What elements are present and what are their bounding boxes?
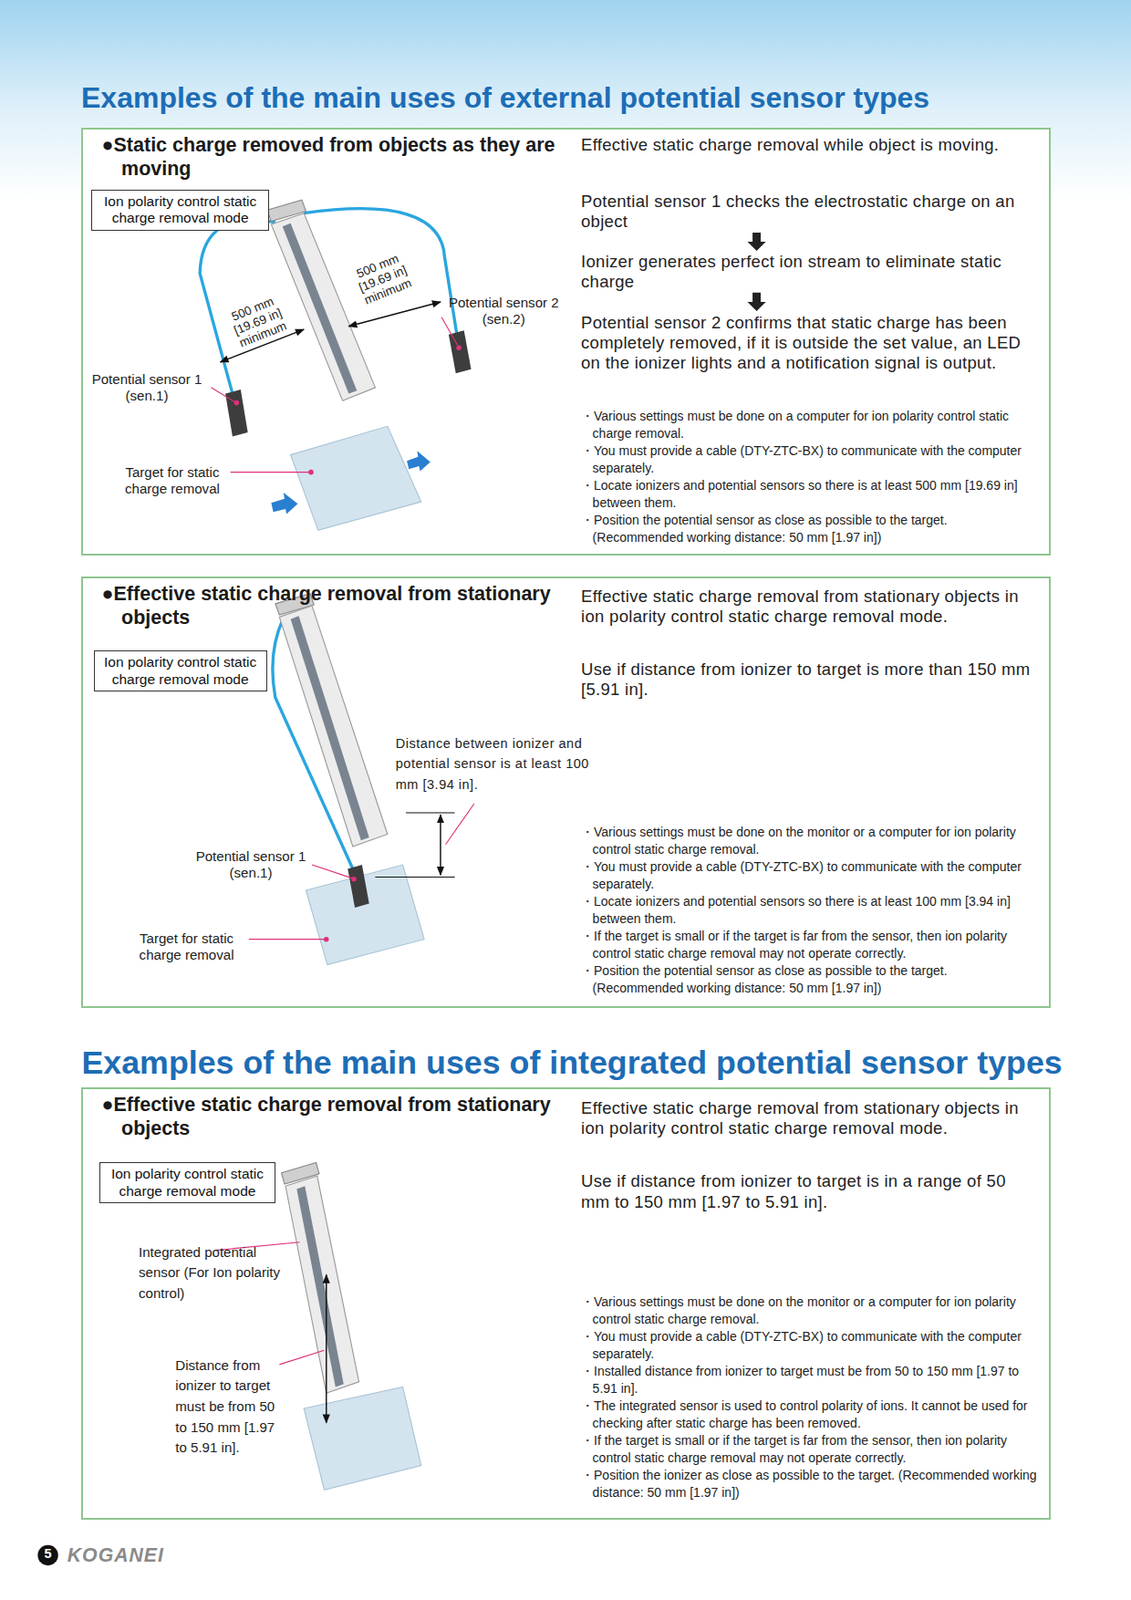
body-text: Use if distance from ionizer to target i… <box>581 659 1040 700</box>
dimension-arrow <box>325 1275 327 1423</box>
page-title: Examples of the main uses of external po… <box>81 81 930 115</box>
target-plate <box>303 1386 422 1490</box>
motion-arrow <box>406 450 431 471</box>
bullet-note: ・Position the potential sensor as close … <box>581 962 1040 997</box>
flow-arrow <box>747 292 766 312</box>
leader-line <box>441 317 458 346</box>
flow-arrow <box>747 232 766 251</box>
section-heading: Examples of the main uses of integrated … <box>81 1043 1062 1083</box>
body-text: Ionizer generates perfect ion stream to … <box>581 251 1040 292</box>
potential-sensor <box>225 389 249 436</box>
part-label: Integrated potential sensor (For Ion pol… <box>138 1242 292 1305</box>
bullet-note: ・You must provide a cable (DTY-ZTC-BX) t… <box>581 858 1040 893</box>
leader-line <box>249 938 326 940</box>
bullet-note: ・Position the ionizer as close as possib… <box>581 1466 1040 1502</box>
panel-ground <box>81 576 1050 1008</box>
mode-label: Ion polarity control static charge remov… <box>104 1165 270 1200</box>
mode-box: Ion polarity control static charge remov… <box>99 1162 275 1204</box>
extension-line <box>405 811 456 813</box>
page-number: 5 <box>37 1546 58 1562</box>
part-label: Potential sensor 1 (sen.1) <box>183 848 319 882</box>
leader-dot <box>234 400 240 406</box>
part-label: Target for static charge removal <box>114 464 230 498</box>
body-text: Effective static charge removal from sta… <box>581 586 1040 627</box>
bullet-note: ・Various settings must be done on the mo… <box>581 1293 1040 1329</box>
potential-sensor <box>347 864 369 908</box>
bullet-note: ・You must provide a cable (DTY-ZTC-BX) t… <box>581 1328 1040 1363</box>
mode-box: Ion polarity control static charge remov… <box>93 650 268 692</box>
body-text: Use if distance from ionizer to target i… <box>581 1171 1040 1212</box>
dimension-arrow <box>348 301 441 327</box>
bullet-note: ・If the target is small or if the target… <box>581 1431 1040 1467</box>
leader-dot <box>456 344 462 351</box>
body-text: Effective static charge removal from sta… <box>581 1098 1040 1139</box>
target-plate <box>290 425 422 530</box>
mode-label: Ion polarity control static charge remov… <box>99 653 262 688</box>
bullet-note: ・Locate ionizers and potential sensors s… <box>581 892 1040 928</box>
leader-dot <box>351 876 357 882</box>
body-text: Effective static charge removal while ob… <box>581 134 1040 156</box>
panel-ground <box>81 127 1050 557</box>
bullet-note: ・Installed distance from ionizer to targ… <box>581 1362 1040 1398</box>
panel-heading: ●Effective static charge removal from st… <box>102 1093 561 1142</box>
leader-line <box>311 864 353 879</box>
ionizer-bar <box>270 213 375 402</box>
emitter-strip <box>282 223 358 395</box>
part-label: Potential sensor 2 (sen.2) <box>436 294 572 328</box>
bullet-note: ・Locate ionizers and potential sensors s… <box>581 477 1040 512</box>
example-panel: ●Static charge removed from objects as t… <box>81 127 1050 557</box>
mode-label: Ion polarity control static charge remov… <box>96 193 264 228</box>
target-plate <box>305 864 425 965</box>
bullet-note: ・You must provide a cable (DTY-ZTC-BX) t… <box>581 442 1040 478</box>
bullet-note: ・The integrated sensor is used to contro… <box>581 1397 1040 1432</box>
panel-heading: ●Static charge removed from objects as t… <box>102 134 561 182</box>
leader-line <box>210 387 235 403</box>
extension-line <box>374 876 455 878</box>
motion-arrow <box>270 492 298 514</box>
bullet-note: ・Position the potential sensor as close … <box>581 511 1040 547</box>
ionizer-bar <box>279 605 388 847</box>
part-label: Potential sensor 1 (sen.1) <box>79 371 215 405</box>
body-text: Potential sensor 2 confirms that static … <box>581 312 1040 374</box>
page-number-disc <box>37 1545 58 1566</box>
ionizer-bar <box>285 1175 359 1393</box>
panel-ground <box>81 1087 1050 1520</box>
part-label: Target for static charge removal <box>128 930 245 964</box>
dimension-note: Distance from ionizer to target must be … <box>175 1355 290 1459</box>
dimension-note: Distance between ionizer and potential s… <box>395 733 602 796</box>
bullet-note: ・Various settings must be done on the mo… <box>581 823 1040 859</box>
bullet-note: ・If the target is small or if the target… <box>581 927 1040 963</box>
dimension-arrow <box>439 814 441 875</box>
emitter-strip <box>290 615 370 841</box>
mode-box: Ion polarity control static charge remov… <box>91 189 270 231</box>
leader-line <box>279 1349 324 1365</box>
brand-logo: KOGANEI <box>67 1544 211 1567</box>
leader-line <box>230 471 311 473</box>
potential-sensor <box>448 330 472 374</box>
leader-line <box>446 803 475 845</box>
bullet-note: ・Various settings must be done on a comp… <box>581 407 1040 443</box>
panel-heading: ●Effective static charge removal from st… <box>102 582 561 631</box>
body-text: Potential sensor 1 checks the electrosta… <box>581 191 1040 232</box>
